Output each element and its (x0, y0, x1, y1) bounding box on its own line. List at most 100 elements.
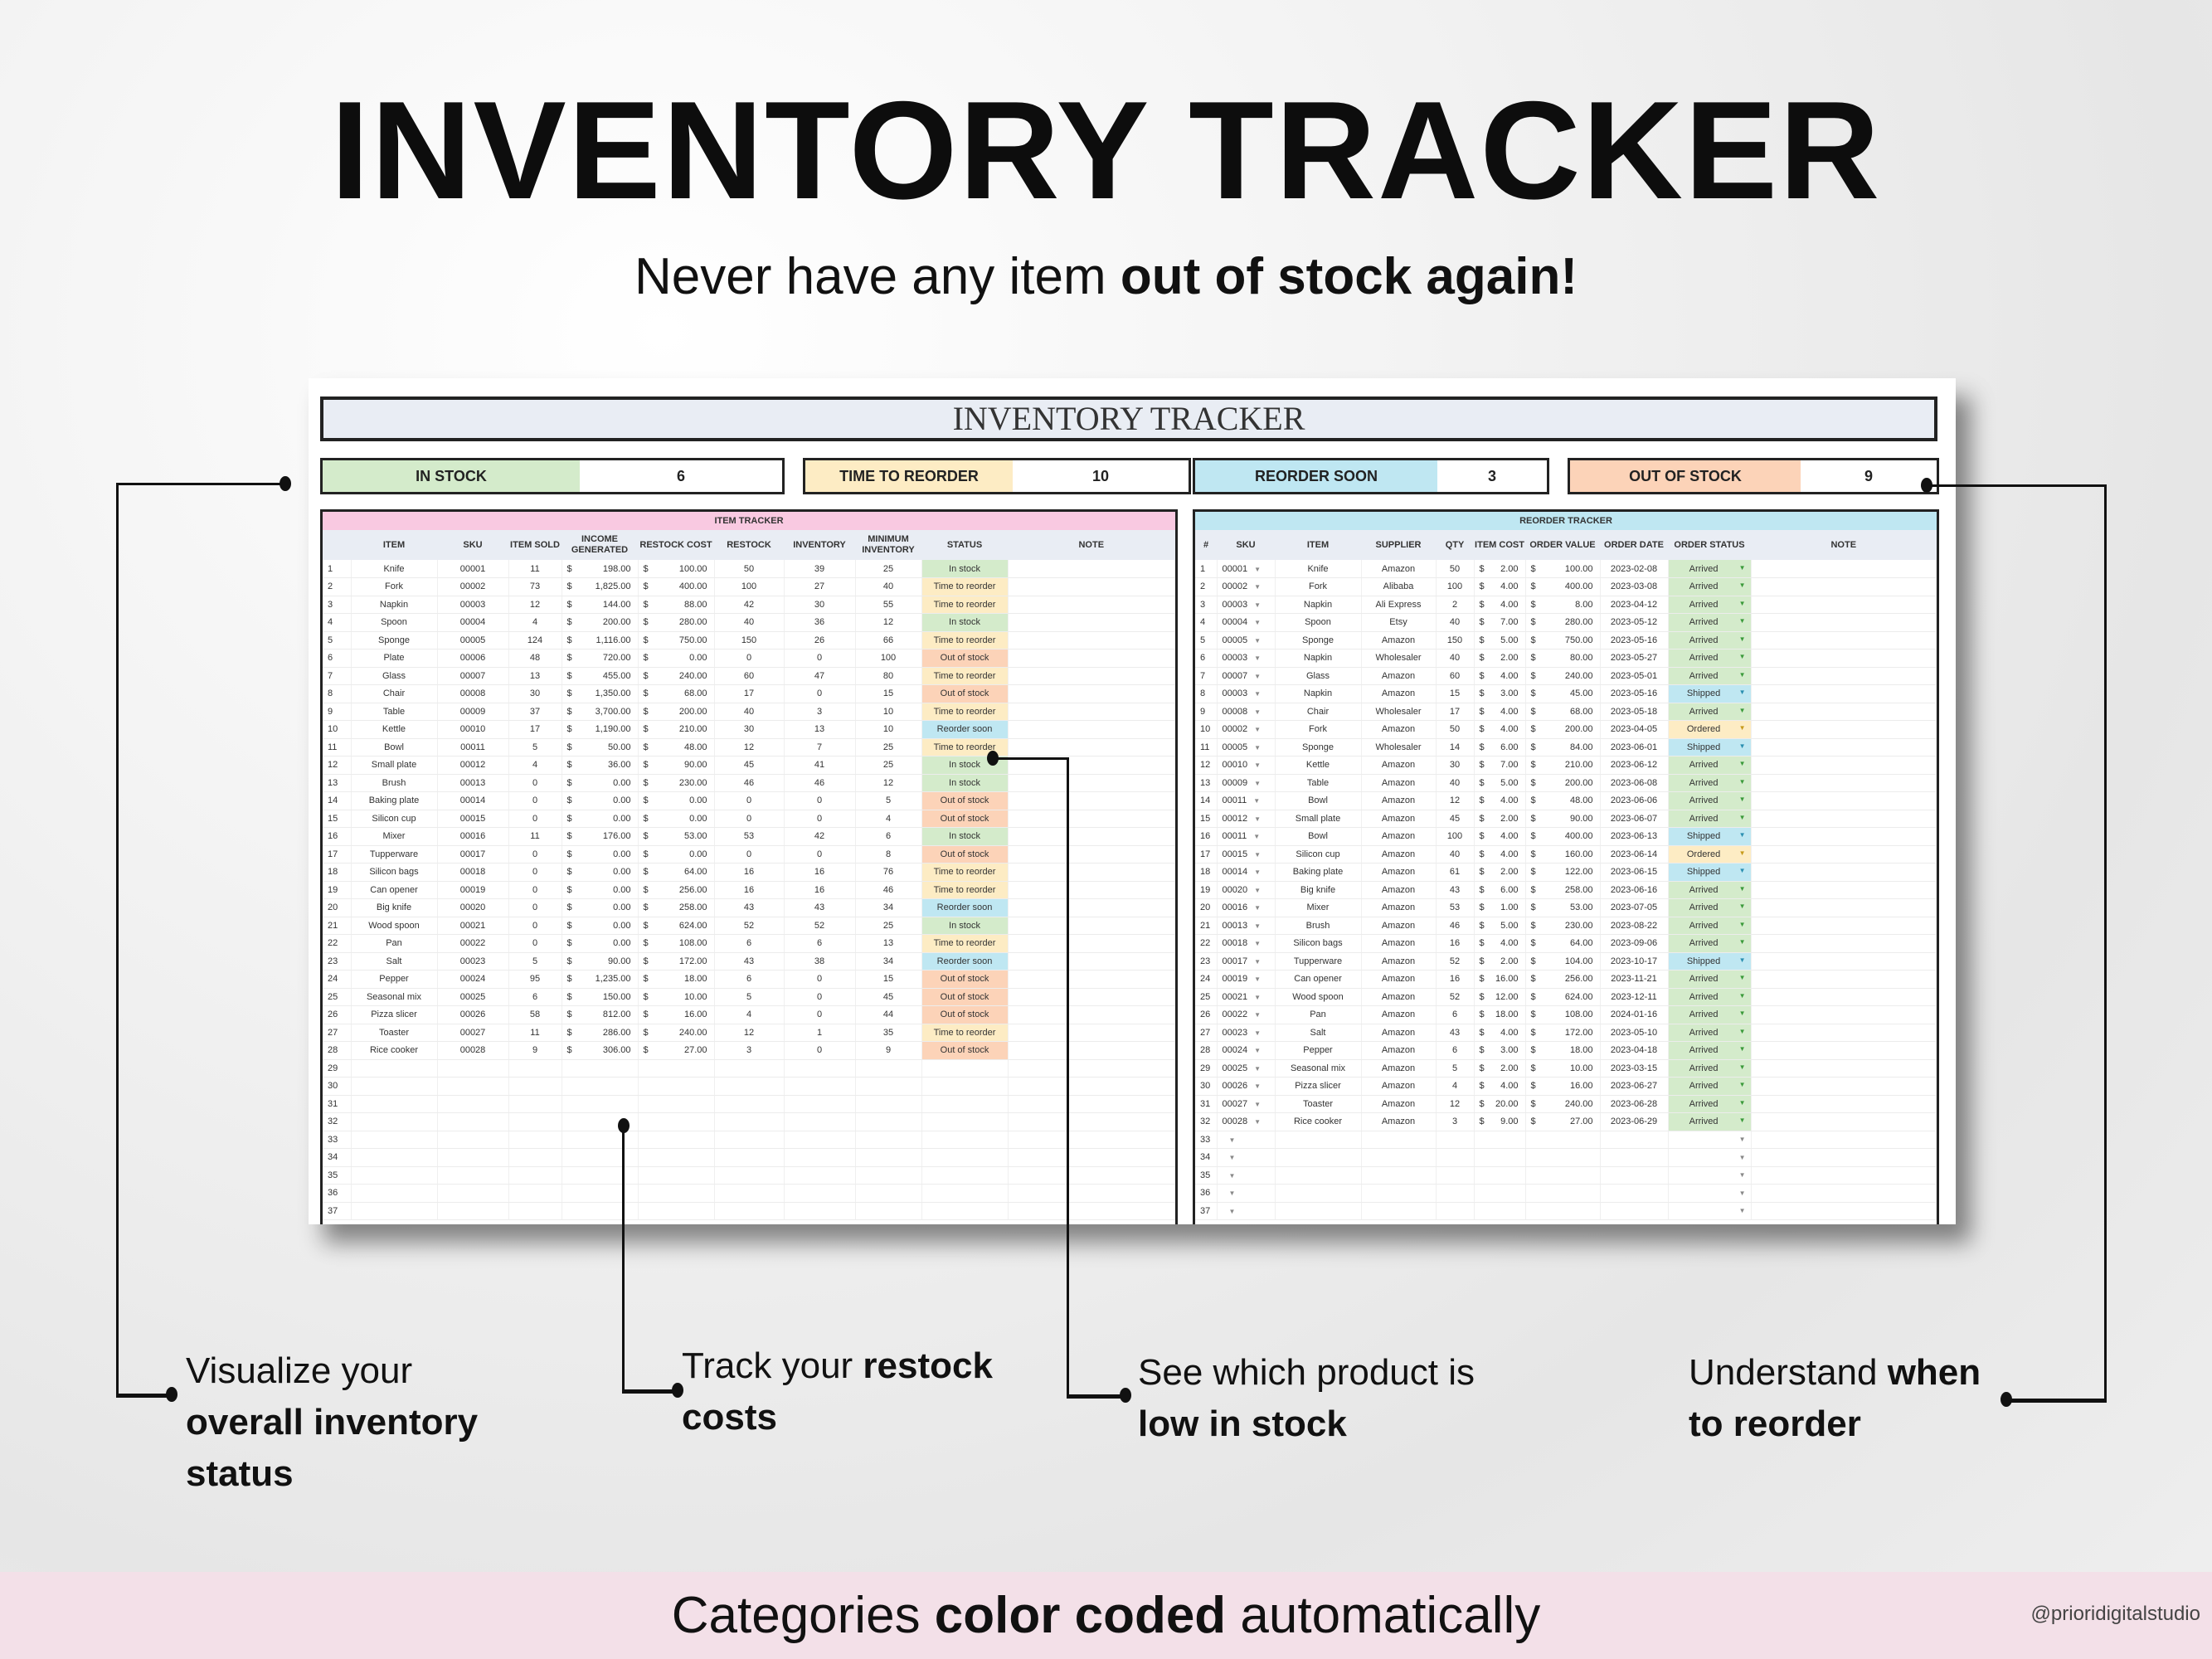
item-cost-cell[interactable]: 5.00 (1474, 774, 1526, 792)
item-cost-cell[interactable]: 5.00 (1474, 917, 1526, 935)
sku-cell[interactable]: 00028 (437, 1041, 509, 1060)
order-date-cell[interactable]: 2023-10-17 (1600, 952, 1669, 971)
order-date-cell[interactable]: 2023-05-12 (1600, 613, 1669, 632)
min-inventory-cell[interactable]: 15 (855, 684, 922, 703)
item-sold-cell[interactable]: 0 (508, 898, 562, 917)
sku-dropdown[interactable]: 00005▼ (1217, 631, 1276, 649)
chevron-down-icon[interactable]: ▼ (1738, 867, 1746, 875)
income-cell[interactable]: 0.00 (562, 774, 639, 792)
supplier-cell[interactable]: Amazon (1361, 791, 1437, 810)
qty-cell[interactable]: 61 (1436, 863, 1475, 882)
item-name-cell[interactable]: Plate (351, 649, 438, 668)
note-cell[interactable] (1008, 577, 1175, 596)
supplier-cell[interactable]: Etsy (1361, 613, 1437, 632)
note-cell[interactable] (1008, 649, 1175, 668)
qty-cell[interactable]: 12 (1436, 791, 1475, 810)
item-cost-cell[interactable]: 9.00 (1474, 1112, 1526, 1131)
empty-cell[interactable] (351, 1095, 438, 1113)
empty-cell[interactable] (351, 1112, 438, 1131)
item-cost-cell[interactable]: 20.00 (1474, 1095, 1526, 1113)
order-date-cell[interactable]: 2023-05-01 (1600, 667, 1669, 685)
empty-cell[interactable] (921, 1184, 1009, 1203)
empty-cell[interactable] (508, 1059, 562, 1078)
supplier-cell[interactable]: Wholesaler (1361, 738, 1437, 757)
item-cost-cell[interactable]: 4.00 (1474, 845, 1526, 864)
restock-cell[interactable]: 53 (714, 827, 785, 846)
chevron-down-icon[interactable]: ▼ (1738, 1010, 1746, 1018)
order-status-dropdown[interactable]: ▼ (1668, 1166, 1752, 1185)
order-date-cell[interactable]: 2023-05-16 (1600, 684, 1669, 703)
item-sold-cell[interactable]: 0 (508, 810, 562, 828)
restock-cell[interactable]: 50 (714, 560, 785, 578)
item-cost-cell[interactable]: 4.00 (1474, 596, 1526, 614)
qty-cell[interactable]: 12 (1436, 1095, 1475, 1113)
empty-cell[interactable] (351, 1077, 438, 1096)
note-cell[interactable] (1751, 577, 1937, 596)
order-status-dropdown[interactable]: Arrived▼ (1668, 1095, 1752, 1113)
sku-dropdown[interactable]: 00008▼ (1217, 703, 1276, 721)
qty-cell[interactable]: 40 (1436, 774, 1475, 792)
empty-cell[interactable] (1436, 1166, 1475, 1185)
qty-cell[interactable]: 30 (1436, 756, 1475, 775)
order-status-dropdown[interactable]: Shipped▼ (1668, 863, 1752, 882)
income-cell[interactable]: 0.00 (562, 917, 639, 935)
sku-dropdown[interactable]: 00026▼ (1217, 1077, 1276, 1096)
item-name-cell[interactable]: Toaster (351, 1024, 438, 1042)
empty-cell[interactable] (508, 1148, 562, 1167)
chevron-down-icon[interactable]: ▼ (1254, 1118, 1262, 1126)
restock-cost-cell[interactable]: 27.00 (638, 1041, 715, 1060)
sku-cell[interactable]: 00008 (437, 684, 509, 703)
inventory-cell[interactable]: 41 (784, 756, 856, 775)
chevron-down-icon[interactable]: ▼ (1254, 619, 1262, 627)
item-sold-cell[interactable]: 9 (508, 1041, 562, 1060)
order-status-dropdown[interactable]: Arrived▼ (1668, 934, 1752, 953)
min-inventory-cell[interactable]: 80 (855, 667, 922, 685)
item-sold-cell[interactable]: 58 (508, 1005, 562, 1024)
note-cell[interactable] (1751, 1131, 1937, 1149)
empty-cell[interactable] (562, 1095, 639, 1113)
chevron-down-icon[interactable]: ▼ (1228, 1207, 1236, 1215)
item-sold-cell[interactable]: 124 (508, 631, 562, 649)
sku-cell[interactable]: 00023 (437, 952, 509, 971)
note-cell[interactable] (1008, 917, 1175, 935)
item-sold-cell[interactable]: 11 (508, 1024, 562, 1042)
order-date-cell[interactable]: 2023-05-16 (1600, 631, 1669, 649)
empty-cell[interactable] (437, 1077, 509, 1096)
note-cell[interactable] (1751, 827, 1937, 846)
item-cost-cell[interactable]: 3.00 (1474, 1041, 1526, 1060)
income-cell[interactable]: 1,190.00 (562, 720, 639, 739)
item-sold-cell[interactable]: 12 (508, 596, 562, 614)
inventory-cell[interactable]: 7 (784, 738, 856, 757)
empty-cell[interactable] (508, 1202, 562, 1220)
empty-cell[interactable] (562, 1148, 639, 1167)
note-cell[interactable] (1751, 756, 1937, 775)
chevron-down-icon[interactable]: ▼ (1254, 583, 1262, 591)
sku-dropdown[interactable]: 00015▼ (1217, 845, 1276, 864)
empty-cell[interactable] (562, 1166, 639, 1185)
restock-cell[interactable]: 3 (714, 1041, 785, 1060)
inventory-cell[interactable]: 0 (784, 845, 856, 864)
empty-cell[interactable] (855, 1166, 922, 1185)
order-date-cell[interactable]: 2023-06-01 (1600, 738, 1669, 757)
restock-cost-cell[interactable]: 90.00 (638, 756, 715, 775)
order-date-cell[interactable]: 2023-12-11 (1600, 988, 1669, 1006)
inventory-cell[interactable]: 0 (784, 988, 856, 1006)
empty-cell[interactable] (1008, 1059, 1175, 1078)
chevron-down-icon[interactable]: ▼ (1738, 920, 1746, 928)
empty-cell[interactable] (714, 1059, 785, 1078)
item-sold-cell[interactable]: 5 (508, 738, 562, 757)
empty-cell[interactable] (855, 1184, 922, 1203)
qty-cell[interactable]: 150 (1436, 631, 1475, 649)
empty-cell[interactable] (714, 1166, 785, 1185)
income-cell[interactable]: 150.00 (562, 988, 639, 1006)
chevron-down-icon[interactable]: ▼ (1254, 993, 1262, 1001)
supplier-cell[interactable]: Amazon (1361, 881, 1437, 899)
empty-cell[interactable] (638, 1112, 715, 1131)
chevron-down-icon[interactable]: ▼ (1738, 1136, 1746, 1144)
restock-cost-cell[interactable]: 68.00 (638, 684, 715, 703)
income-cell[interactable]: 0.00 (562, 934, 639, 953)
restock-cost-cell[interactable]: 400.00 (638, 577, 715, 596)
supplier-cell[interactable]: Amazon (1361, 863, 1437, 882)
sku-cell[interactable]: 00002 (437, 577, 509, 596)
item-name-cell[interactable]: Tupperware (351, 845, 438, 864)
